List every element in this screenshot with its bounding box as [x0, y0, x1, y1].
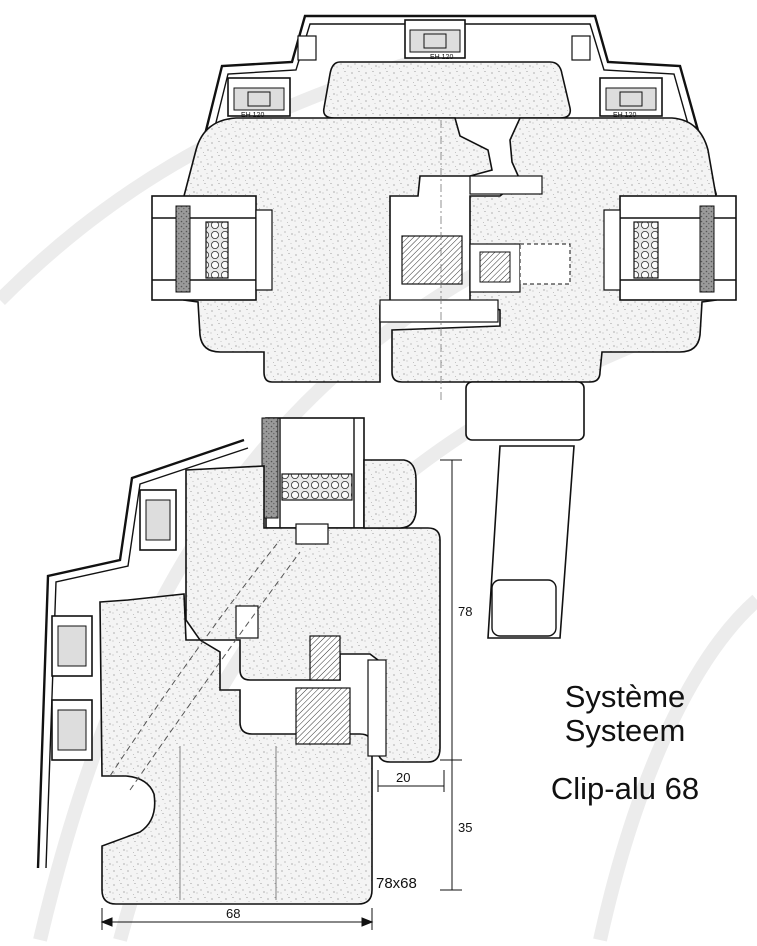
- dimension-rebate: 35: [458, 820, 472, 835]
- title-line-french: Système: [564, 679, 686, 714]
- hardware-lock-2: [295, 687, 351, 745]
- glazing-left: [151, 195, 257, 301]
- glazing-bottom: [265, 417, 365, 529]
- dimension-height: 78: [458, 604, 472, 619]
- gasket-label-center: EH 120: [430, 54, 453, 61]
- seal-left: [175, 205, 191, 293]
- aluminium-side-cover: [36, 438, 245, 869]
- dimension-offset: 20: [396, 770, 410, 785]
- gasket-label-left: EH 120: [241, 112, 264, 119]
- wood-top-block: [322, 61, 572, 119]
- title-line-dutch: Systeem: [564, 713, 686, 748]
- wood-left-sash: [183, 117, 493, 383]
- aluminium-side-cover-inner: [45, 447, 249, 869]
- section-label: 78x68: [376, 875, 417, 892]
- wood-sash-top-bead: [363, 459, 417, 529]
- wood-bottom-frame: [99, 593, 373, 905]
- handle-rose: [465, 381, 585, 441]
- bottom-section: [36, 417, 441, 905]
- insulation-left: [205, 221, 229, 279]
- insulation-right: [633, 221, 659, 279]
- dimensions: [100, 459, 462, 930]
- system-title: Système Systeem Clip-alu 68: [510, 680, 740, 806]
- top-section: EH 120 EH 120 EH 120: [151, 14, 737, 639]
- aluminium-top-cover: [188, 14, 718, 196]
- insulation-bottom: [281, 473, 353, 501]
- dimension-width: 68: [226, 906, 240, 921]
- wood-bottom-sash: [185, 465, 441, 763]
- title-line-system-name: Clip-alu 68: [550, 771, 700, 806]
- gasket-label-right: EH 120: [613, 112, 636, 119]
- hardware-lock-1: [309, 635, 341, 681]
- hardware-center: [401, 235, 463, 285]
- seal-right: [699, 205, 715, 293]
